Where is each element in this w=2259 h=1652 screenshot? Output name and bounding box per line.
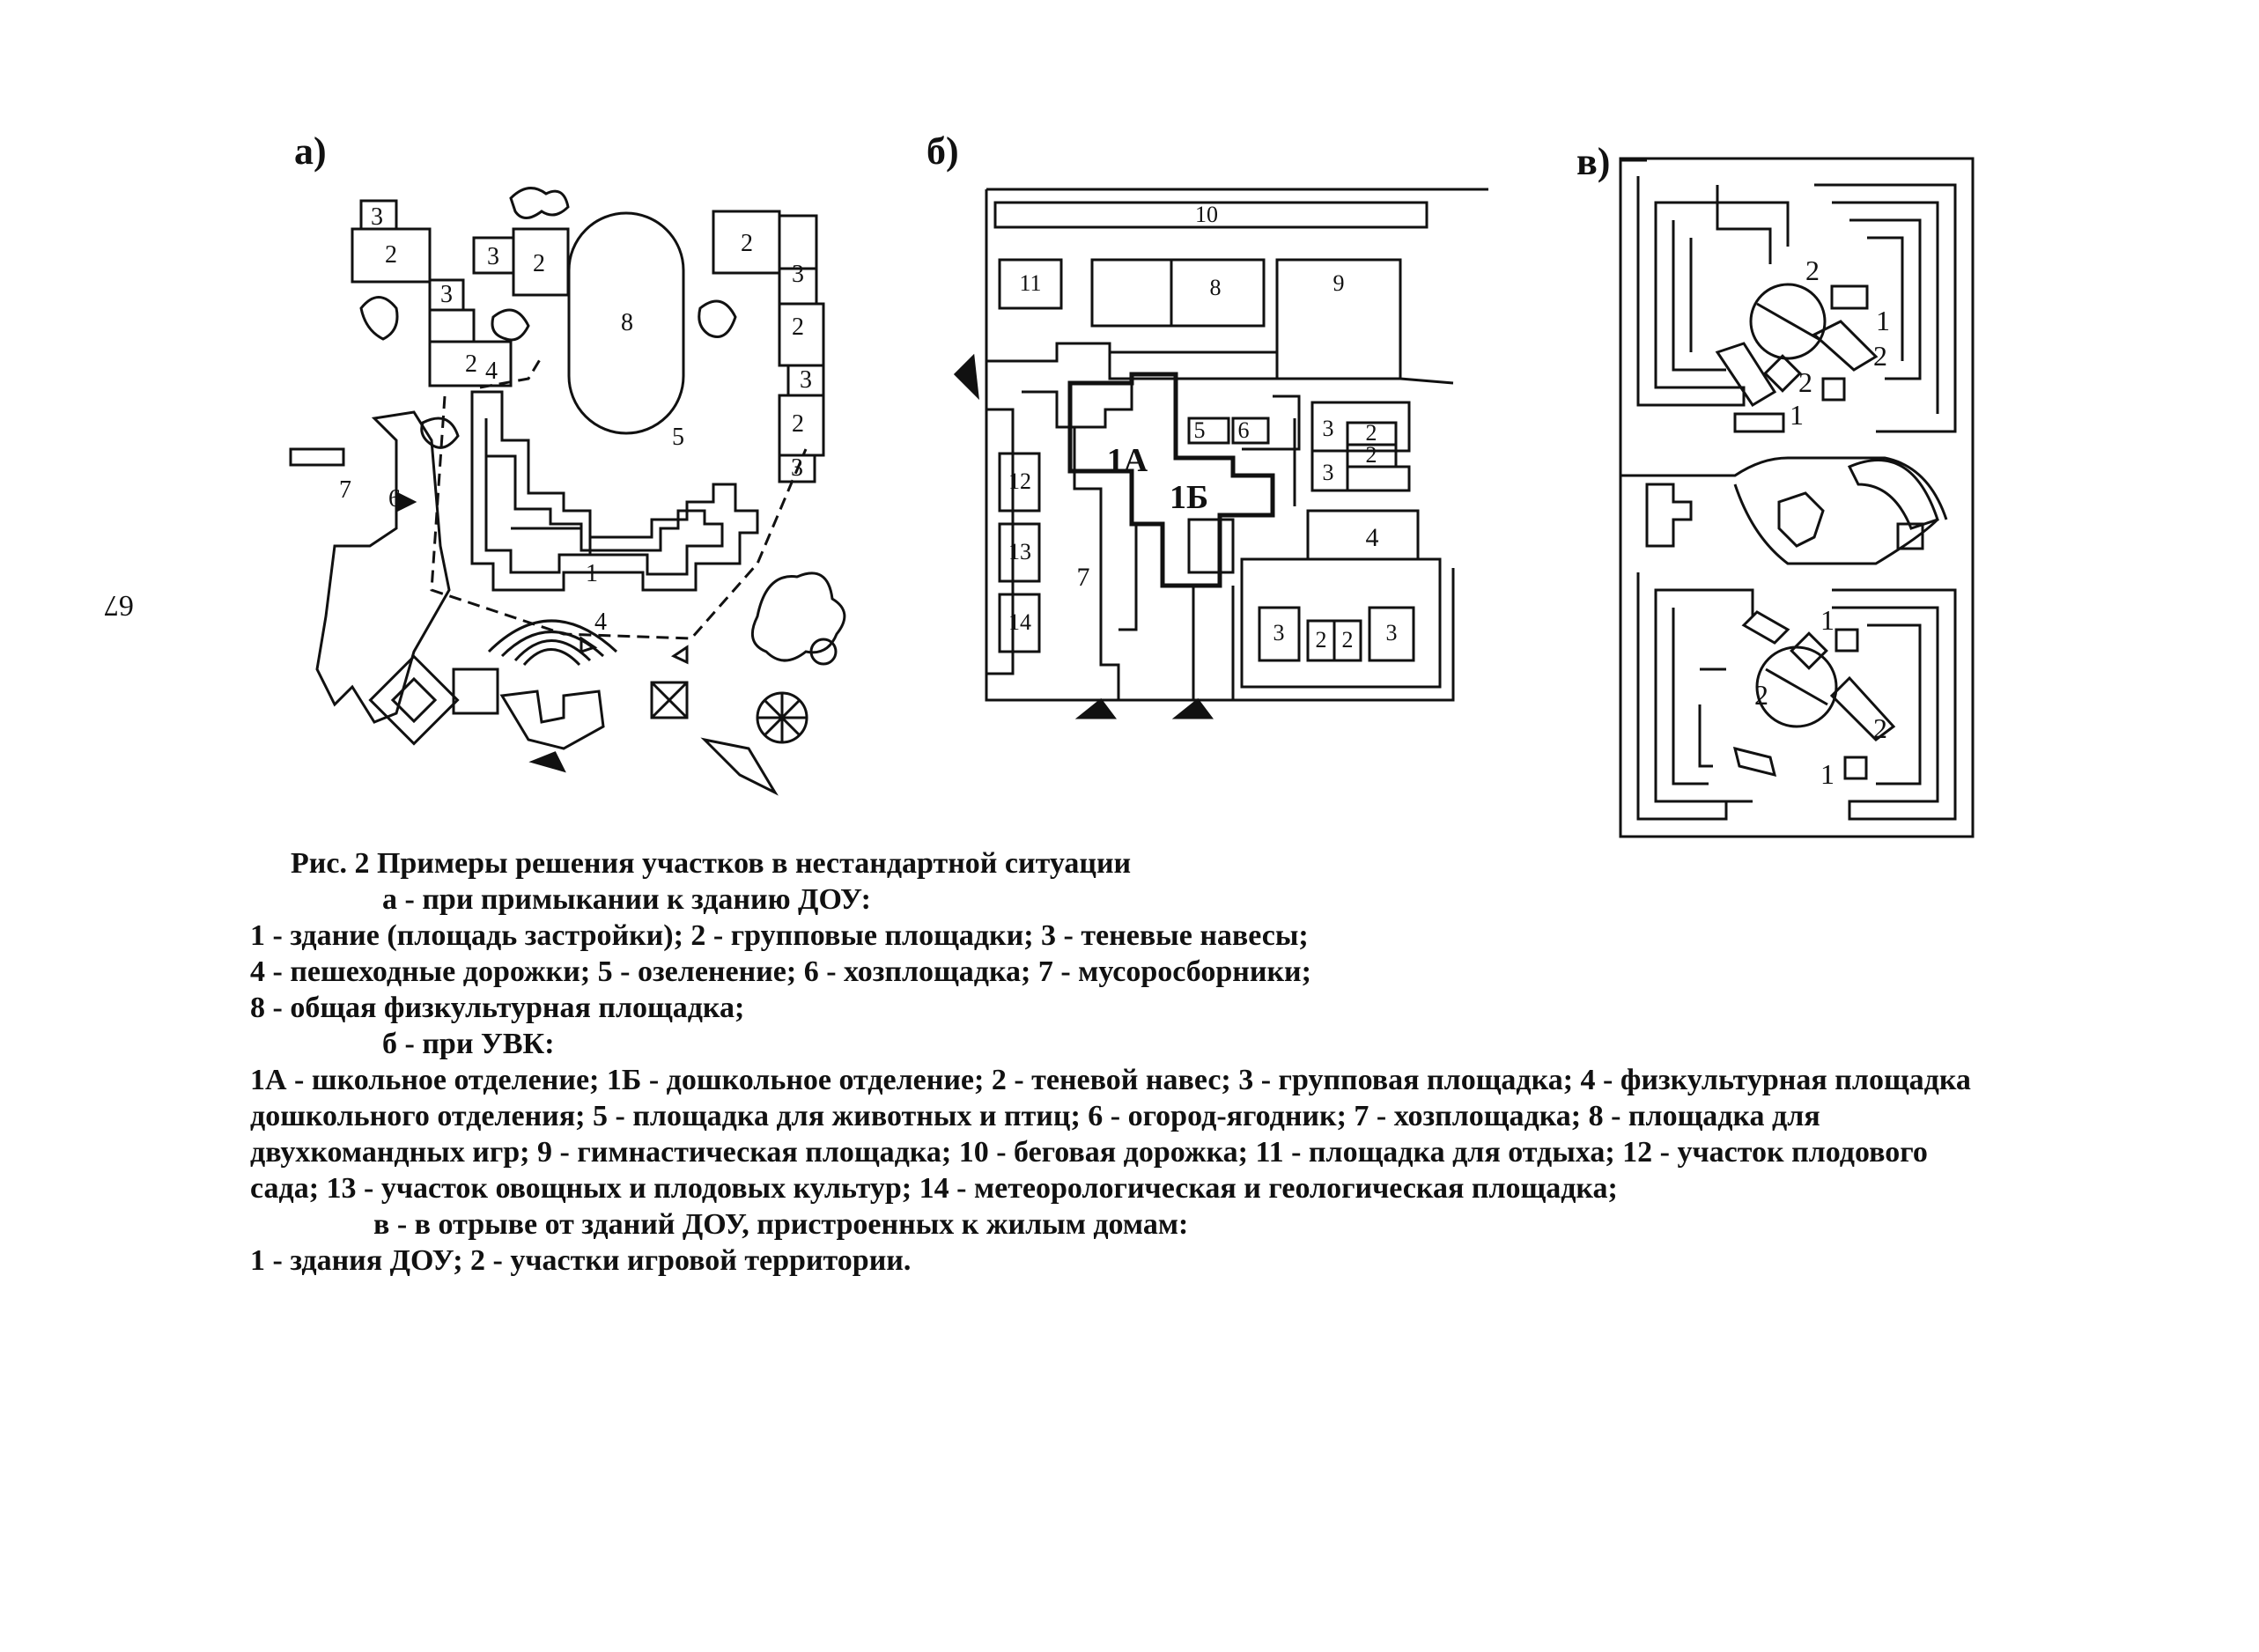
caption-a-line: 8 - общая физкультурная площадка; — [250, 992, 745, 1024]
plan-b-num: 9 — [1333, 270, 1345, 296]
plan-a-num: 2 — [792, 313, 804, 341]
plan-b-num: 3 — [1323, 460, 1334, 485]
plan-a-num: 3 — [792, 261, 804, 288]
plan-b-num: 1А — [1107, 442, 1148, 479]
caption-b-line: дошкольного отделения; 5 - площадка для … — [250, 1100, 1820, 1132]
plan-a-num: 1 — [586, 560, 598, 587]
plan-a-num: 3 — [487, 243, 499, 270]
caption-title: Рис. 2 Примеры решения участков в нестан… — [291, 847, 1132, 880]
plan-c-num: 2 — [1873, 712, 1887, 744]
caption-c-line: 1 - здания ДОУ; 2 - участки игровой терр… — [250, 1244, 912, 1277]
plan-a-num: 6 — [388, 485, 401, 513]
panel-b-label: б) — [926, 129, 959, 173]
caption-b-line: 1А - школьное отделение; 1Б - дошкольное… — [250, 1064, 1971, 1096]
plan-b-num: 3 — [1386, 620, 1398, 645]
plan-c-num: 2 — [1754, 679, 1768, 711]
plan-b-num: 6 — [1238, 417, 1250, 443]
figure-caption: Рис. 2 Примеры решения участков в нестан… — [250, 845, 2047, 1279]
caption-a-line: 4 - пешеходные дорожки; 5 - озеленение; … — [250, 955, 1311, 988]
plan-a-num: 2 — [385, 241, 397, 269]
panel-c-label: в) — [1576, 140, 1611, 183]
plan-c-drawing: 2 1 2 2 1 1 2 1 2 1 — [1619, 157, 1975, 838]
plan-b-num: 4 — [1366, 523, 1379, 552]
caption-a-heading: а - при примыкании к зданию ДОУ: — [382, 883, 871, 916]
plan-b-num: 2 — [1316, 627, 1327, 653]
plan-a-num: 8 — [621, 309, 633, 336]
plan-b-num: 14 — [1008, 609, 1031, 635]
caption-c-heading: в - в отрыве от зданий ДОУ, пристроенных… — [373, 1208, 1189, 1241]
plan-b-num: 12 — [1008, 468, 1031, 494]
page-number: 67 — [104, 589, 134, 622]
plan-a-num: 3 — [440, 281, 453, 308]
plan-a-num: 2 — [465, 350, 477, 378]
plan-c-num: 1 — [1876, 305, 1890, 336]
caption-b-heading: б - при УВК: — [382, 1028, 555, 1060]
plan-b-num: 8 — [1210, 275, 1222, 300]
plan-a-drawing: 3 2 3 2 3 2 8 2 3 2 3 2 3 5 7 6 4 4 1 — [289, 187, 846, 796]
plan-c-num: 2 — [1798, 366, 1812, 398]
plan-b-num: 2 — [1342, 627, 1354, 653]
plan-b-num: 1Б — [1170, 479, 1208, 516]
caption-b-line: двухкомандных игр; 9 - гимнастическая пл… — [250, 1136, 1928, 1169]
plan-b-num: 13 — [1008, 539, 1031, 564]
plan-b-num: 5 — [1194, 417, 1206, 443]
plan-a-num: 3 — [800, 366, 812, 394]
plan-c-num: 1 — [1820, 758, 1835, 790]
plan-a-num: 3 — [791, 454, 803, 482]
plan-b-num: 3 — [1273, 620, 1285, 645]
panel-a-label: а) — [294, 129, 327, 173]
plan-b-num: 11 — [1019, 270, 1041, 296]
plan-c-num: 2 — [1805, 254, 1820, 286]
plan-c-num: 2 — [1873, 340, 1887, 372]
plan-b-num: 7 — [1077, 563, 1090, 592]
plan-b-num: 10 — [1195, 202, 1218, 227]
caption-a-line: 1 - здание (площадь застройки); 2 - груп… — [250, 919, 1309, 952]
plan-a-num: 2 — [533, 250, 545, 277]
plan-a-num: 2 — [792, 410, 804, 438]
plan-a-num: 4 — [594, 608, 607, 636]
plan-b-num: 3 — [1323, 416, 1334, 441]
plan-b-drawing: 10 11 8 9 1А 1Б 5 6 3 2 2 3 12 13 14 7 4… — [953, 188, 1488, 719]
plan-a-num: 2 — [741, 230, 753, 257]
plan-a-num: 5 — [672, 424, 684, 451]
plan-b-num: 2 — [1366, 420, 1377, 446]
caption-b-line: сада; 13 - участок овощных и плодовых ку… — [250, 1172, 1618, 1205]
plan-a-num: 7 — [339, 476, 351, 504]
plan-c-num: 1 — [1820, 604, 1835, 636]
plan-a-num: 3 — [371, 203, 383, 231]
plan-b-num: 2 — [1366, 442, 1377, 468]
plan-c-num: 1 — [1790, 399, 1804, 431]
plan-a-num: 4 — [485, 358, 498, 385]
